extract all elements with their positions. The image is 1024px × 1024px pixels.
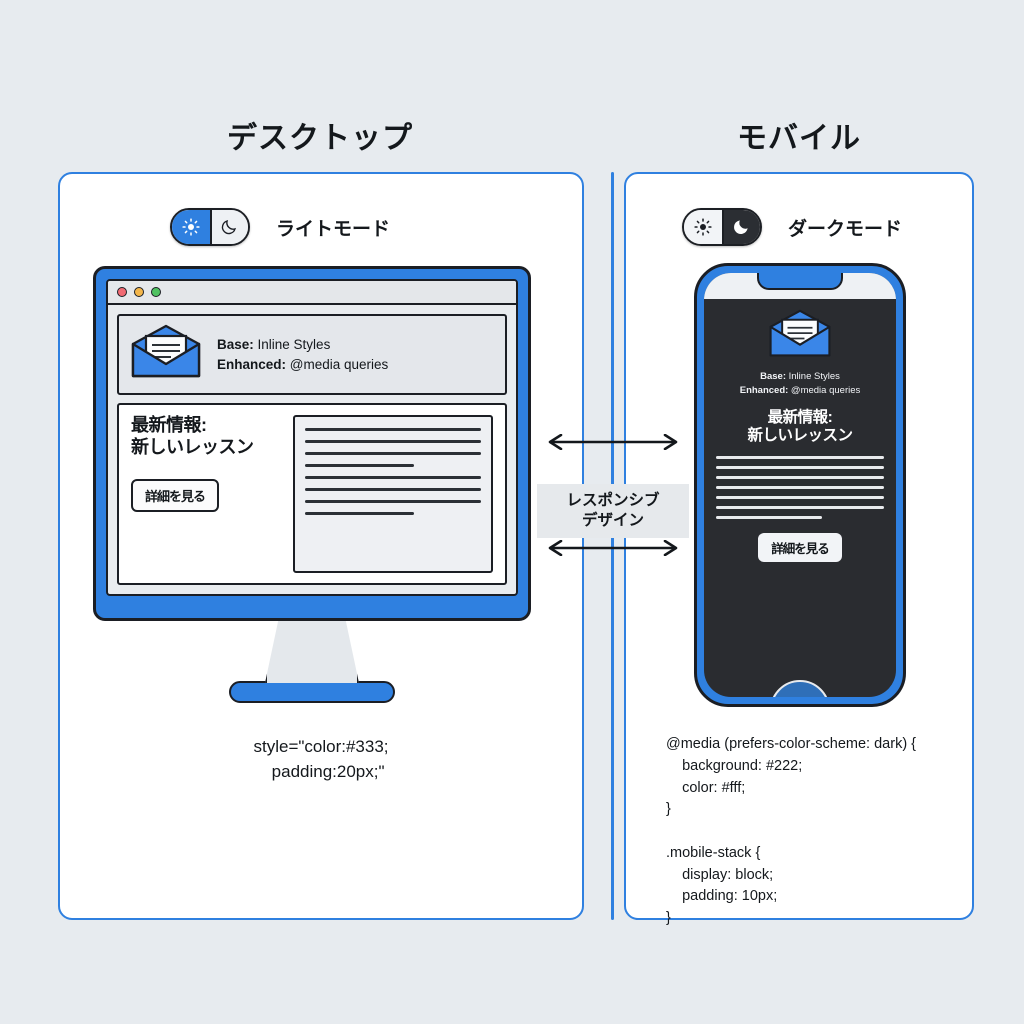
switch-divider	[722, 210, 724, 244]
stack-line	[716, 486, 884, 490]
dark-mode-switch[interactable]	[682, 208, 762, 246]
double-headed-arrow-bottom-icon	[537, 540, 689, 556]
mobile-headline-line1: 最新情報:	[767, 408, 833, 426]
envelope-icon	[129, 324, 203, 385]
monitor-frame: Base: Inline Styles Enhanced: @media que…	[93, 266, 531, 621]
close-dot-red-icon[interactable]	[117, 287, 127, 297]
doc-line	[305, 488, 481, 491]
hero-base-value: Inline Styles	[786, 371, 840, 382]
hero-base-value: Inline Styles	[253, 336, 331, 352]
center-divider	[611, 172, 614, 920]
mobile-headline: 最新情報: 新しいレッスン	[747, 408, 853, 447]
sun-icon[interactable]	[172, 210, 210, 244]
phone-content: Base: Inline Styles Enhanced: @media que…	[704, 299, 896, 697]
stack-line	[716, 496, 884, 500]
doc-line	[305, 428, 481, 431]
stack-line	[716, 456, 884, 460]
mobile-hero-text: Base: Inline Styles Enhanced: @media que…	[740, 370, 861, 399]
desktop-headline-line2: 新しいレッスン	[131, 436, 254, 457]
hero-line-enhanced: Enhanced: @media queries	[217, 355, 388, 375]
desktop-document-card	[293, 415, 493, 573]
hero-enhanced-label: Enhanced:	[217, 356, 287, 372]
switch-divider	[210, 210, 212, 244]
doc-line	[305, 440, 481, 443]
maximize-dot-green-icon[interactable]	[151, 287, 161, 297]
desktop-content-left: 最新情報: 新しいレッスン 詳細を見る	[131, 415, 281, 573]
mobile-stack-lines	[716, 456, 884, 520]
desktop-code-caption: style="color:#333; padding:20px;"	[253, 737, 389, 781]
hero-line-enhanced: Enhanced: @media queries	[740, 384, 861, 398]
desktop-hero-card: Base: Inline Styles Enhanced: @media que…	[117, 314, 507, 395]
responsive-label-line1: レスポンシブ	[566, 491, 660, 509]
desktop-column-title: デスクトップ	[227, 122, 413, 155]
light-mode-switch[interactable]	[170, 208, 250, 246]
responsive-label-line2: デザイン	[581, 512, 644, 529]
mobile-mode-toggle-row[interactable]: ダークモード	[682, 208, 902, 246]
hero-line-base: Base: Inline Styles	[217, 335, 388, 355]
doc-line	[305, 476, 481, 479]
stack-line	[716, 466, 884, 470]
doc-line	[305, 452, 481, 455]
desktop-hero-text: Base: Inline Styles Enhanced: @media que…	[217, 335, 388, 374]
hero-enhanced-value: @media queries	[286, 356, 389, 372]
browser-body: Base: Inline Styles Enhanced: @media que…	[108, 305, 516, 594]
double-headed-arrow-top-icon	[537, 434, 689, 450]
stack-line	[716, 506, 884, 510]
mobile-cta-button[interactable]: 詳細を見る	[758, 533, 842, 563]
sun-icon[interactable]	[684, 210, 722, 244]
desktop-mode-toggle-row[interactable]: ライトモード	[170, 208, 390, 246]
desktop-cta-button[interactable]: 詳細を見る	[131, 478, 220, 512]
moon-icon[interactable]	[722, 210, 760, 244]
mobile-code-caption: @media (prefers-color-scheme: dark) { ba…	[666, 736, 917, 926]
browser-window: Base: Inline Styles Enhanced: @media que…	[106, 279, 518, 596]
mobile-column-title: モバイル	[737, 122, 861, 155]
browser-titlebar	[108, 281, 516, 305]
mobile-headline-line2: 新しいレッスン	[747, 427, 853, 445]
hero-base-label: Base:	[760, 371, 786, 382]
desktop-content-card: 最新情報: 新しいレッスン 詳細を見る	[117, 403, 507, 585]
phone-screen: Base: Inline Styles Enhanced: @media que…	[704, 273, 896, 697]
stack-line	[716, 516, 822, 520]
moon-icon[interactable]	[210, 210, 248, 244]
hero-enhanced-label: Enhanced:	[739, 385, 789, 397]
monitor-neck	[265, 621, 359, 683]
doc-line	[305, 512, 415, 515]
desktop-headline-line1: 最新情報:	[131, 415, 207, 435]
hero-base-label: Base:	[217, 336, 254, 352]
mobile-phone: Base: Inline Styles Enhanced: @media que…	[694, 263, 906, 707]
hero-enhanced-value: @media queries	[788, 385, 861, 397]
desktop-headline: 最新情報: 新しいレッスン	[131, 415, 281, 459]
doc-line	[305, 464, 415, 467]
desktop-monitor: Base: Inline Styles Enhanced: @media que…	[93, 266, 531, 703]
hero-line-base: Base: Inline Styles	[740, 370, 861, 384]
envelope-icon	[767, 309, 833, 364]
phone-frame: Base: Inline Styles Enhanced: @media que…	[694, 263, 906, 707]
doc-line	[305, 500, 481, 503]
minimize-dot-amber-icon[interactable]	[134, 287, 144, 297]
monitor-base	[229, 681, 395, 703]
responsive-design-label: レスポンシブ デザイン	[537, 484, 689, 538]
mobile-mode-label: ダークモード	[788, 218, 903, 240]
stack-line	[716, 476, 884, 480]
desktop-mode-label: ライトモード	[276, 218, 391, 240]
phone-topbar	[704, 273, 896, 299]
phone-notch	[757, 273, 843, 290]
responsive-label-text: レスポンシブ デザイン	[566, 491, 659, 531]
